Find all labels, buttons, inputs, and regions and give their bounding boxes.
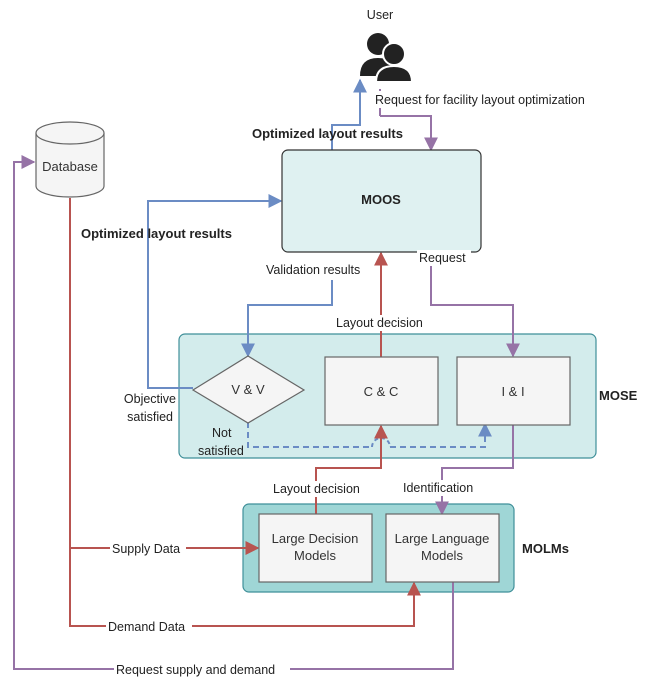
edge-demand-data <box>69 548 421 627</box>
edge-label-request-facility: Request for facility layout optimization <box>375 93 585 107</box>
moos-node <box>281 149 482 253</box>
edge-moos-to-user <box>331 78 367 150</box>
edge-label-identification: Identification <box>403 481 473 495</box>
cc-node <box>324 356 439 426</box>
edge-vv-to-moos <box>147 194 283 389</box>
edge-label-objective-line2: satisfied <box>127 410 173 424</box>
edge-label-optimized-top: Optimized layout results <box>252 126 403 141</box>
ii-node <box>456 356 571 426</box>
user-icon <box>360 33 414 83</box>
ldm-node <box>258 513 373 583</box>
database-node <box>35 121 105 198</box>
mose-label: MOSE <box>599 388 638 403</box>
molms-label: MOLMs <box>522 541 569 556</box>
edge-label-layout-decision-top: Layout decision <box>336 316 423 330</box>
edge-label-validation-results: Validation results <box>266 263 360 277</box>
edge-moos-to-ii <box>430 252 520 358</box>
edge-not-satisfied <box>247 422 485 448</box>
edge-label-demand-data: Demand Data <box>108 620 185 634</box>
moos-label: MOOS <box>361 192 401 207</box>
edge-request-supply-demand <box>13 155 454 670</box>
edge-moos-to-vv <box>241 280 333 358</box>
ldm-label-line2: Models <box>294 548 336 563</box>
vv-node <box>191 355 306 424</box>
llm-label-line2: Models <box>421 548 463 563</box>
ii-label: I & I <box>501 384 524 399</box>
edge-label-objective-line1: Objective <box>124 392 176 406</box>
cc-label: C & C <box>364 384 399 399</box>
user-label: User <box>367 8 393 22</box>
llm-label-line1: Large Language <box>395 531 490 546</box>
llm-node <box>385 513 500 583</box>
edge-label-not-satisfied-line2: satisfied <box>198 444 244 458</box>
edge-label-request-supply-demand: Request supply and demand <box>116 663 275 677</box>
edge-label-supply-data: Supply Data <box>112 542 180 556</box>
database-label: Database <box>42 159 98 174</box>
edge-label-optimized-left: Optimized layout results <box>81 226 232 241</box>
ldm-label-line1: Large Decision <box>272 531 359 546</box>
edge-label-not-satisfied-line1: Not <box>212 426 232 440</box>
edge-label-layout-decision-bottom: Layout decision <box>273 482 360 496</box>
vv-label: V & V <box>231 382 265 397</box>
edge-label-request: Request <box>419 251 466 265</box>
